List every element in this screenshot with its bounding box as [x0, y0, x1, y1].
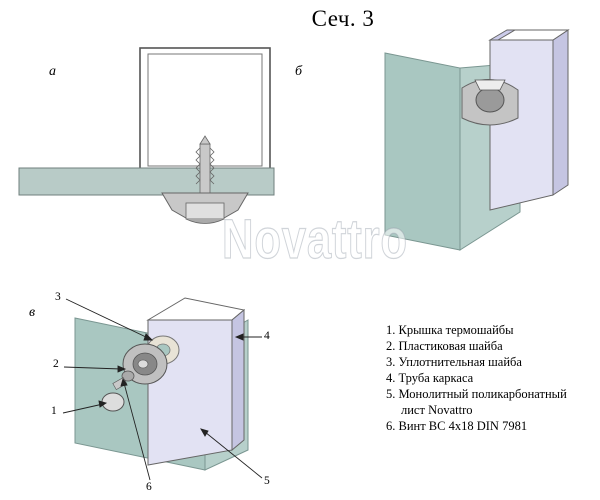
- section-title: Сеч. 3: [311, 6, 375, 31]
- tube-top-v: [146, 297, 246, 321]
- legend-item: 1. Крышка термошайбы: [386, 323, 514, 337]
- leader-lines: [62, 298, 263, 481]
- washer-cap: [101, 392, 125, 412]
- legend-item: 3. Уплотнительная шайба: [386, 355, 522, 369]
- callout-2: 2: [53, 358, 59, 370]
- panel-label-b: б: [295, 64, 303, 79]
- screw-section: [195, 135, 215, 201]
- tube-front-b: [489, 39, 554, 211]
- iso-view-b: [384, 29, 570, 251]
- tube-side-v: [231, 308, 245, 452]
- legend-item-continuation: лист Novattro: [401, 403, 473, 417]
- parts-legend: 1. Крышка термошайбы 2. Пластиковая шайб…: [386, 322, 596, 434]
- tube-opening-b: [496, 29, 570, 41]
- exploded-view-v: [62, 297, 263, 481]
- legend-item: 6. Винт ВС 4х18 DIN 7981: [386, 419, 528, 433]
- callout-1: 1: [51, 405, 57, 417]
- legend-item: 5. Монолитный поликарбонатный: [386, 387, 567, 401]
- panel-label-a: а: [49, 64, 56, 79]
- legend-item: 2. Пластиковая шайба: [386, 339, 503, 353]
- watermark-text: Novattro: [222, 206, 408, 270]
- polycarbonate-sheet-section: [18, 167, 275, 196]
- callout-4: 4: [264, 330, 270, 342]
- callout-3: 3: [55, 291, 61, 303]
- callout-6: 6: [146, 481, 152, 493]
- callout-5: 5: [264, 475, 270, 487]
- tube-side-b: [552, 29, 569, 196]
- legend-item: 4. Труба каркаса: [386, 371, 474, 385]
- section-view-a: [18, 47, 275, 224]
- panel-label-v: в: [29, 305, 36, 320]
- washer-section: [161, 192, 249, 224]
